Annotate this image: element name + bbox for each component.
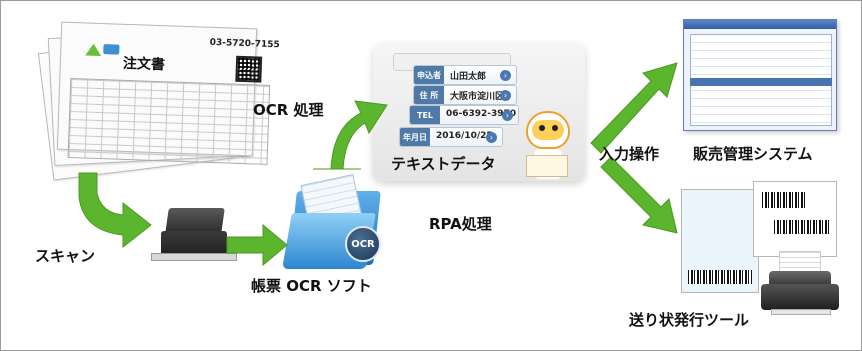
form-logo-icon [85, 43, 120, 57]
field-tag: TEL [410, 106, 440, 124]
arrow-to-scanner [78, 172, 152, 249]
text-field-card: 住 所 大阪市淀川区 › [413, 85, 517, 105]
label-input-operation: 入力操作 [599, 145, 660, 163]
arrow-to-shipping-tool [600, 156, 678, 234]
label-ocr-process: OCR 処理 [253, 101, 324, 119]
field-value: 大阪市淀川区 [450, 92, 505, 102]
field-value: 山田太郎 [450, 72, 487, 82]
chevron-right-icon: › [486, 132, 497, 143]
arrow-to-text-data [313, 100, 388, 170]
window-band [690, 78, 832, 86]
text-field-card: 年月日 2016/10/25 › [399, 127, 503, 147]
chevron-right-icon: › [502, 110, 513, 121]
field-value: 06-6392-3970 [446, 109, 517, 119]
label-rpa-process: RPA処理 [429, 215, 492, 233]
chevron-right-icon: › [500, 70, 511, 81]
label-text-data: テキストデータ [391, 155, 496, 173]
arrow-to-folder [226, 223, 288, 267]
shipping-label-left [681, 189, 759, 293]
sales-system-window [683, 19, 837, 131]
field-value: 2016/10/25 [436, 131, 493, 141]
text-field-card: 申込者 山田太郎 › [413, 65, 517, 85]
shipping-label-right [753, 181, 837, 257]
chevron-right-icon: › [500, 90, 511, 101]
field-tag: 申込者 [414, 66, 444, 84]
label-scan: スキャン [35, 247, 96, 265]
field-tag: 住 所 [414, 86, 444, 104]
label-sales-system: 販売管理システム [693, 145, 813, 163]
label-shipping-tool: 送り状発行ツール [629, 311, 750, 329]
label-ocr-software: 帳票 OCR ソフト [251, 277, 372, 295]
text-field-card: TEL 06-6392-3970 › [409, 105, 519, 125]
order-form-sheet-front: 注文書 03-5720-7155 [56, 21, 280, 165]
window-titlebar [684, 20, 836, 29]
ocr-badge: OCR [345, 226, 381, 262]
arrow-to-sales-system [590, 62, 678, 154]
field-tag: 年月日 [400, 128, 430, 146]
